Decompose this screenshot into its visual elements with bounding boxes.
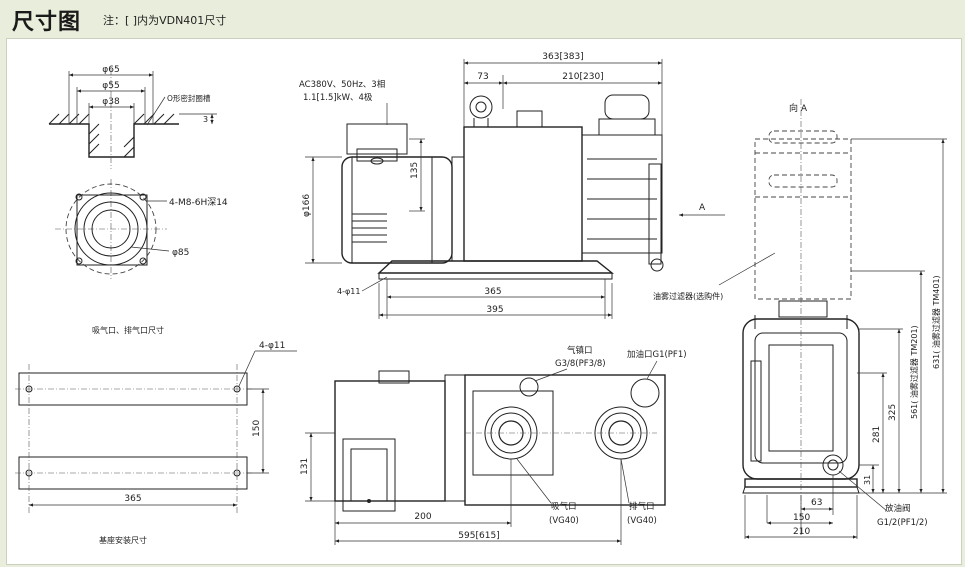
dim-end-210: 210: [793, 527, 810, 537]
dim-281: 281: [872, 426, 882, 443]
label-inlet: 吸气口: [551, 501, 577, 512]
dim-595: 595[615]: [458, 531, 499, 541]
dim-base-150: 150: [252, 420, 262, 437]
dim-depth-3: 3: [203, 115, 208, 124]
header-note: 注：[ ]内为VDN401尺寸: [103, 14, 227, 27]
dim-63: 63: [811, 498, 822, 508]
label-outlet-spec: (VG40): [627, 516, 657, 526]
base-caption: 基座安装尺寸: [99, 535, 147, 545]
dim-363: 363[383]: [542, 52, 583, 62]
dim-325: 325: [888, 404, 898, 421]
base-hole-label: 4-φ11: [259, 341, 285, 351]
label-gas-ballast: 气镇口: [567, 345, 593, 356]
dim-side-365: 365: [484, 287, 501, 297]
technical-drawing: φ65 φ55 φ38 O形密封圈槽 3 4-M8-6H深14 φ85 吸气口、…: [15, 52, 947, 545]
label-oil-mist-filter: 油雾过滤器(选购件): [653, 291, 723, 301]
label-drain-spec: G1/2(PF1/2): [877, 518, 928, 528]
dim-135: 135: [410, 162, 420, 179]
label-oring-groove: O形密封圈槽: [167, 93, 211, 103]
label-oil-fill: 加油口G1(PF1): [627, 349, 687, 360]
dim-d85: φ85: [172, 248, 189, 258]
motor-spec-line1: AC380V、50Hz、3相: [299, 79, 385, 90]
dim-31: 31: [863, 475, 872, 485]
page-title: 尺寸图: [12, 10, 82, 35]
dim-end-150: 150: [793, 513, 810, 523]
motor-spec-line2: 1.1[1.5]kW、4极: [303, 92, 373, 103]
dim-631: 631( 油雾过滤器 TM401): [931, 275, 941, 369]
view-arrow-a: A: [699, 203, 706, 213]
dim-200: 200: [414, 512, 431, 522]
label-inlet-spec: (VG40): [549, 516, 579, 526]
flange-caption: 吸气口、排气口尺寸: [92, 325, 164, 335]
label-bolt-holes: 4-M8-6H深14: [169, 197, 228, 208]
drawing-panel: φ65 φ55 φ38 O形密封圈槽 3 4-M8-6H深14 φ85 吸气口、…: [6, 38, 962, 565]
dim-131: 131: [300, 458, 310, 475]
side-elevation-view: 363[383] 73 210[230] AC380V、50Hz、3相 1.1[…: [299, 52, 725, 319]
top-plan-view: 气镇口 G3/8(PF3/8) 加油口G1(PF1) 吸气口 (VG40) 排气…: [300, 345, 687, 545]
dim-d166: φ166: [302, 194, 312, 217]
side-hole-label: 4-φ11: [337, 287, 360, 296]
dim-73: 73: [477, 72, 488, 82]
label-outlet: 排气口: [629, 501, 655, 512]
dim-d38: φ38: [102, 97, 120, 107]
dim-395: 395: [486, 305, 503, 315]
end-view-a: 向 A 油雾过滤器(选购件): [653, 99, 947, 539]
dim-561: 561( 油雾过滤器 TM201): [909, 325, 919, 419]
header: 尺寸图 注：[ ]内为VDN401尺寸: [0, 0, 965, 36]
dim-base-365: 365: [124, 494, 141, 504]
dim-d65: φ65: [102, 65, 119, 75]
view-a-label: 向 A: [789, 102, 808, 114]
base-plate-view: 4-φ11 150 365 基座安装尺寸: [15, 341, 297, 545]
flange-face-view: 4-M8-6H深14 φ85 吸气口、排气口尺寸: [55, 179, 228, 335]
dim-d55: φ55: [102, 81, 119, 91]
label-gas-ballast-spec: G3/8(PF3/8): [555, 359, 606, 369]
dim-210: 210[230]: [562, 72, 603, 82]
label-drain-valve: 放油阀: [885, 503, 911, 514]
flange-section-view: φ65 φ55 φ38 O形密封圈槽 3: [48, 65, 217, 169]
